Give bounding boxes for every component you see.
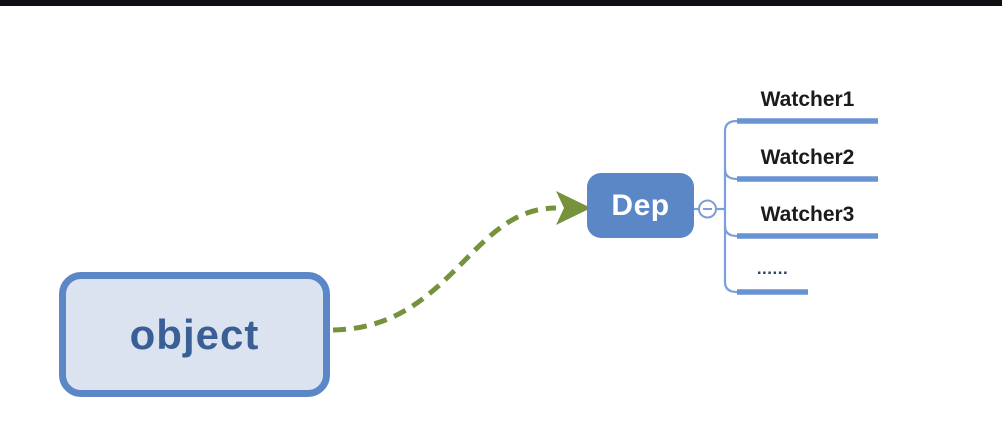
branch-trunk-line xyxy=(723,119,738,294)
watcher-node-1[interactable]: Watcher1 xyxy=(760,88,855,111)
dependency-arrow-line xyxy=(332,205,557,333)
watcher-node-more[interactable]: ...... xyxy=(756,259,789,278)
dep-node[interactable]: Dep xyxy=(587,173,694,238)
collapse-icon[interactable] xyxy=(698,199,717,219)
branch-elbow-watcher2 xyxy=(723,168,738,181)
object-node[interactable]: object xyxy=(59,272,330,397)
watcher-node-2[interactable]: Watcher2 xyxy=(760,146,855,169)
object-node-label: object xyxy=(129,310,260,358)
watcher-node-3[interactable]: Watcher3 xyxy=(760,203,855,226)
branch-elbow-watcher3 xyxy=(723,225,738,238)
dep-node-label: Dep xyxy=(611,188,670,222)
window-top-bar xyxy=(0,0,1002,6)
dependency-arrow-head xyxy=(556,191,591,225)
